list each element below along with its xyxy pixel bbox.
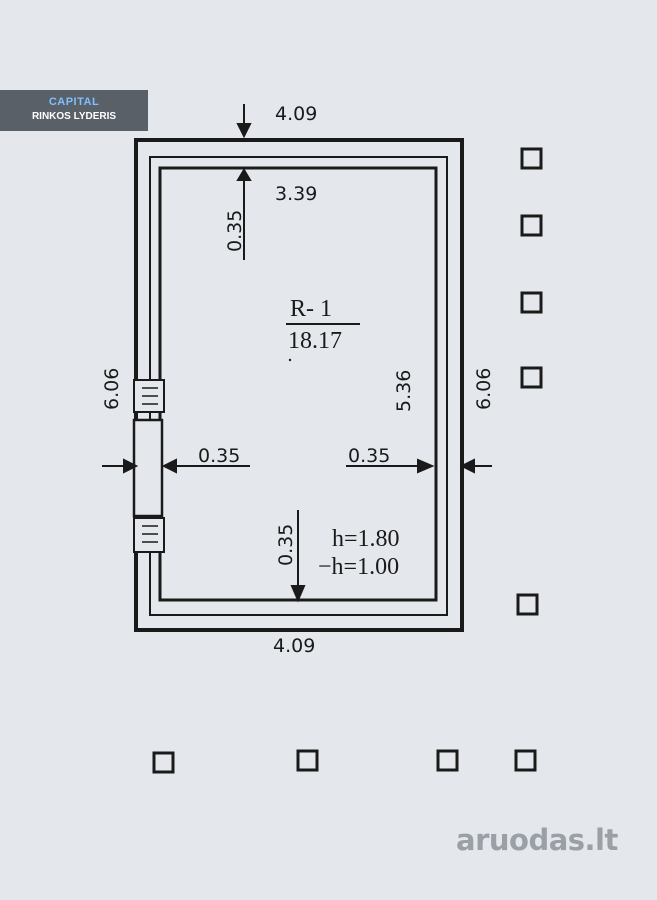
dim-inner-right: 5.36	[393, 370, 415, 412]
dim-inner-top: 3.39	[275, 183, 317, 205]
capital-logo: CAPITAL RINKOS LYDERIS	[0, 90, 148, 131]
dim-wall-right: 0.35	[348, 445, 390, 467]
dim-outer-top: 4.09	[275, 103, 317, 125]
door-opening	[132, 418, 164, 518]
dim-wall-top: 0.35	[224, 210, 246, 252]
marker-squares	[152, 147, 543, 774]
dim-wall-left: 0.35	[198, 445, 240, 467]
dim-outer-bottom: 4.09	[273, 635, 315, 657]
window-lower	[133, 517, 165, 553]
room-area: 18.17	[288, 328, 342, 354]
dim-wall-bottom: 0.35	[275, 524, 297, 566]
logo-tagline: RINKOS LYDERIS	[31, 111, 117, 122]
dimension-arrows	[102, 104, 492, 603]
height-2: −h=1.00	[318, 554, 399, 580]
dim-outer-left: 6.06	[101, 368, 123, 410]
logo-brand: CAPITAL	[48, 96, 100, 108]
height-1: h=1.80	[332, 526, 400, 552]
room-id: R- 1	[290, 296, 332, 322]
dim-outer-right: 6.06	[473, 368, 495, 410]
aruodas-watermark: aruodas.lt	[456, 823, 618, 857]
